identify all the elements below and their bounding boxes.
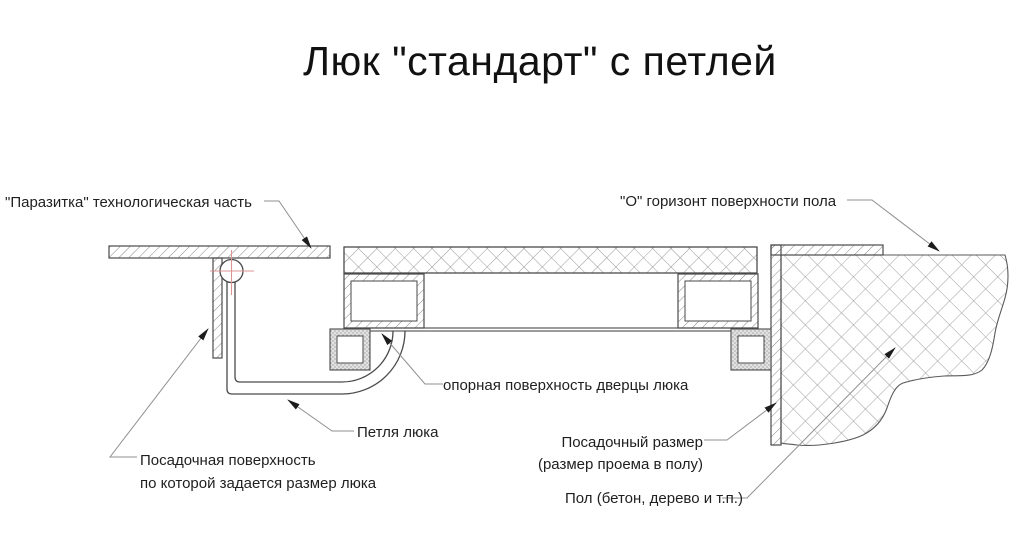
leader-parasitka xyxy=(264,200,312,249)
frame-right-vertical-leg xyxy=(770,244,782,446)
seating-square-left xyxy=(329,328,371,371)
label-parasitka: "Паразитка" технологическая часть xyxy=(5,194,252,211)
label-floor-material: Пол (бетон, дерево и т.п.) xyxy=(565,490,743,507)
frame-right-top-flange xyxy=(770,244,884,256)
door-tube-right xyxy=(677,273,759,329)
label-seating-surface-line1: Посадочная поверхность xyxy=(140,452,316,469)
frame-left-vertical-leg xyxy=(212,257,223,359)
parasitka-bar xyxy=(108,245,331,259)
leader-hinge xyxy=(287,399,354,432)
leader-lines xyxy=(108,199,940,499)
leader-seating-surface xyxy=(108,328,209,458)
label-seating-size: Посадочный размер (размер проема в полу) xyxy=(520,432,703,476)
label-seating-size-line1: Посадочный размер xyxy=(561,434,703,451)
hinge-axis-crosshair xyxy=(210,250,254,295)
label-seating-surface-line2: по которой задается размер люка xyxy=(140,475,377,492)
seating-square-right xyxy=(730,328,772,371)
door-tube-left xyxy=(343,273,425,329)
leader-floor-horizon xyxy=(847,199,940,252)
door-top-plate xyxy=(343,246,758,274)
label-door-support: опорная поверхность дверцы люка xyxy=(443,377,689,394)
leader-floor-material xyxy=(722,347,896,499)
floor-mass xyxy=(780,254,1009,446)
label-seating-surface: Посадочная поверхность по которой задает… xyxy=(140,449,376,495)
page-title: Люк "стандарт" с петлей xyxy=(303,38,777,84)
label-seating-size-line2: (размер проема в полу) xyxy=(537,456,703,473)
leader-seating-size xyxy=(704,402,777,441)
label-hinge: Петля люка xyxy=(357,424,439,441)
label-floor-horizon: "О" горизонт поверхности пола xyxy=(620,193,837,210)
leader-door-support xyxy=(381,333,443,385)
